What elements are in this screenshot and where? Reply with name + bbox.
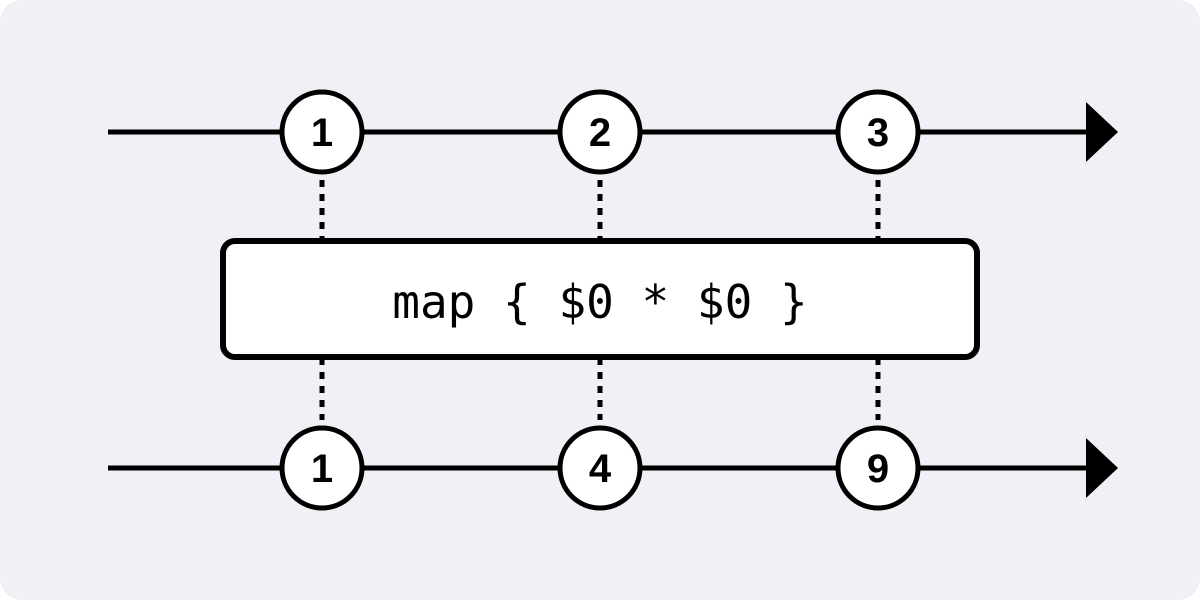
input-marble-2-label: 2 — [589, 111, 611, 155]
operator-box: map { $0 * $0 } — [220, 238, 980, 360]
operator-label: map { $0 * $0 } — [392, 275, 807, 329]
connectors — [319, 180, 881, 420]
output-marble-3: 9 — [835, 425, 921, 511]
output-marble-1-label: 1 — [311, 447, 333, 491]
output-marble-2: 4 — [557, 425, 643, 511]
input-marble-1-label: 1 — [311, 111, 333, 155]
input-marble-1: 1 — [279, 89, 365, 175]
output-marble-3-label: 9 — [867, 447, 889, 491]
output-marble-1: 1 — [279, 425, 365, 511]
output-timeline-arrowhead — [1086, 438, 1118, 498]
input-timeline-arrowhead — [1086, 102, 1118, 162]
output-marble-2-label: 4 — [589, 447, 612, 491]
input-marble-3: 3 — [835, 89, 921, 175]
input-marble-2: 2 — [557, 89, 643, 175]
input-marble-3-label: 3 — [867, 111, 889, 155]
